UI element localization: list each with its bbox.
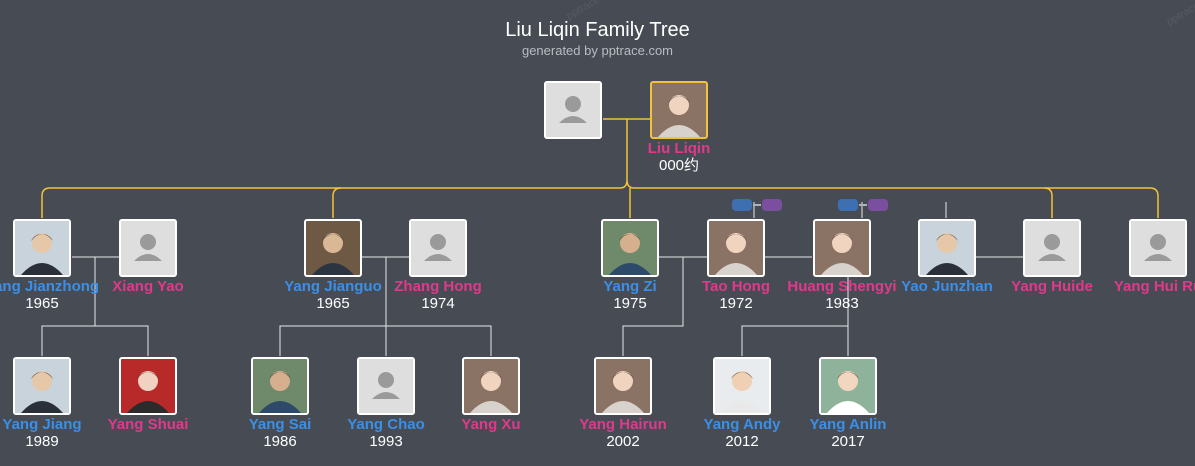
person-name[interactable]: Yang Anlin: [809, 416, 887, 433]
person-yang-shuai[interactable]: Yang Shuai: [90, 357, 206, 433]
person-photo[interactable]: [650, 81, 708, 139]
person-birth-year: 1965: [316, 295, 350, 312]
avatar-placeholder-icon[interactable]: [1129, 219, 1187, 277]
person-yang-xu[interactable]: Yang Xu: [433, 357, 549, 433]
person-name[interactable]: Yang Hairun: [579, 416, 667, 433]
person-photo[interactable]: [601, 219, 659, 277]
gold-connectors: [41, 118, 1159, 218]
person-birth-year: 1974: [421, 295, 455, 312]
person-name[interactable]: Yang Zi: [603, 278, 657, 295]
person-name[interactable]: Tao Hong: [701, 278, 771, 295]
branch-drop-huide: [1043, 187, 1053, 218]
person-photo[interactable]: [594, 357, 652, 415]
person-photo[interactable]: [462, 357, 520, 415]
person-photo[interactable]: [119, 357, 177, 415]
relation-mark-blue: [732, 198, 752, 211]
avatar-placeholder-icon[interactable]: [357, 357, 415, 415]
person-xiang-yao[interactable]: Xiang Yao: [90, 219, 206, 295]
person-photo[interactable]: [251, 357, 309, 415]
person-name[interactable]: Yang Jianzhong: [0, 278, 100, 295]
person-name[interactable]: Yang Hui Ru: [1113, 278, 1195, 295]
person-photo[interactable]: [813, 219, 871, 277]
person-name[interactable]: Yang Chao: [347, 416, 425, 433]
person-photo[interactable]: [819, 357, 877, 415]
person-name[interactable]: Yang Andy: [703, 416, 781, 433]
person-yao-junzhan[interactable]: Yao Junzhan: [889, 219, 1005, 295]
page-title: Liu Liqin Family Tree: [505, 19, 690, 41]
person-birth-year: 1965: [25, 295, 59, 312]
person-birth-year: 1993: [369, 433, 403, 450]
white-connectors: [41, 202, 1024, 356]
person-name[interactable]: Zhang Hong: [394, 278, 482, 295]
person-photo[interactable]: [918, 219, 976, 277]
family-jianzhong: [41, 257, 149, 356]
person-photo[interactable]: [707, 219, 765, 277]
person-spouse-of-liu[interactable]: [515, 81, 631, 139]
family-jianguo: [279, 257, 492, 356]
person-birth-year: 1972: [719, 295, 753, 312]
relation-mark-purple: [762, 198, 782, 211]
person-name[interactable]: Yang Xu: [461, 416, 521, 433]
person-name[interactable]: Yang Jiang: [2, 416, 82, 433]
person-photo[interactable]: [13, 357, 71, 415]
relation-markers-1[interactable]: [732, 196, 783, 214]
avatar-placeholder-icon[interactable]: [544, 81, 602, 139]
person-yang-huide[interactable]: Yang Huide: [994, 219, 1110, 295]
person-birth-year: 1989: [25, 433, 59, 450]
person-photo[interactable]: [713, 357, 771, 415]
person-birth-year: 000约: [658, 157, 700, 174]
person-name[interactable]: Yao Junzhan: [901, 278, 993, 295]
person-birth-year: 2017: [831, 433, 865, 450]
avatar-placeholder-icon[interactable]: [409, 219, 467, 277]
person-name[interactable]: Yang Jianguo: [284, 278, 382, 295]
person-name[interactable]: Xiang Yao: [112, 278, 184, 295]
person-name[interactable]: Huang Shengyi: [787, 278, 897, 295]
person-birth-year: 1975: [613, 295, 647, 312]
family-huang: [741, 257, 849, 356]
page-subtitle: generated by pptrace.com: [521, 43, 674, 58]
person-name[interactable]: Yang Shuai: [107, 416, 189, 433]
person-birth-year: 1986: [263, 433, 297, 450]
person-name[interactable]: Yang Huide: [1011, 278, 1093, 295]
relation-markers-2[interactable]: [838, 196, 889, 214]
person-name[interactable]: Liu Liqin: [647, 140, 711, 157]
person-birth-year: 2002: [606, 433, 640, 450]
person-photo[interactable]: [304, 219, 362, 277]
person-yang-huiru[interactable]: Yang Hui Ru: [1100, 219, 1195, 295]
person-birth-year: 1983: [825, 295, 859, 312]
family-yangzi: [622, 257, 684, 356]
relation-mark-purple: [868, 198, 888, 211]
avatar-placeholder-icon[interactable]: [1023, 219, 1081, 277]
person-photo[interactable]: [13, 219, 71, 277]
relation-mark-blue: [838, 198, 858, 211]
avatar-placeholder-icon[interactable]: [119, 219, 177, 277]
person-birth-year: 2012: [725, 433, 759, 450]
branch-drop-jianguo: [332, 187, 342, 218]
root-branch-bar: [41, 179, 1159, 218]
person-name[interactable]: Yang Sai: [248, 416, 312, 433]
